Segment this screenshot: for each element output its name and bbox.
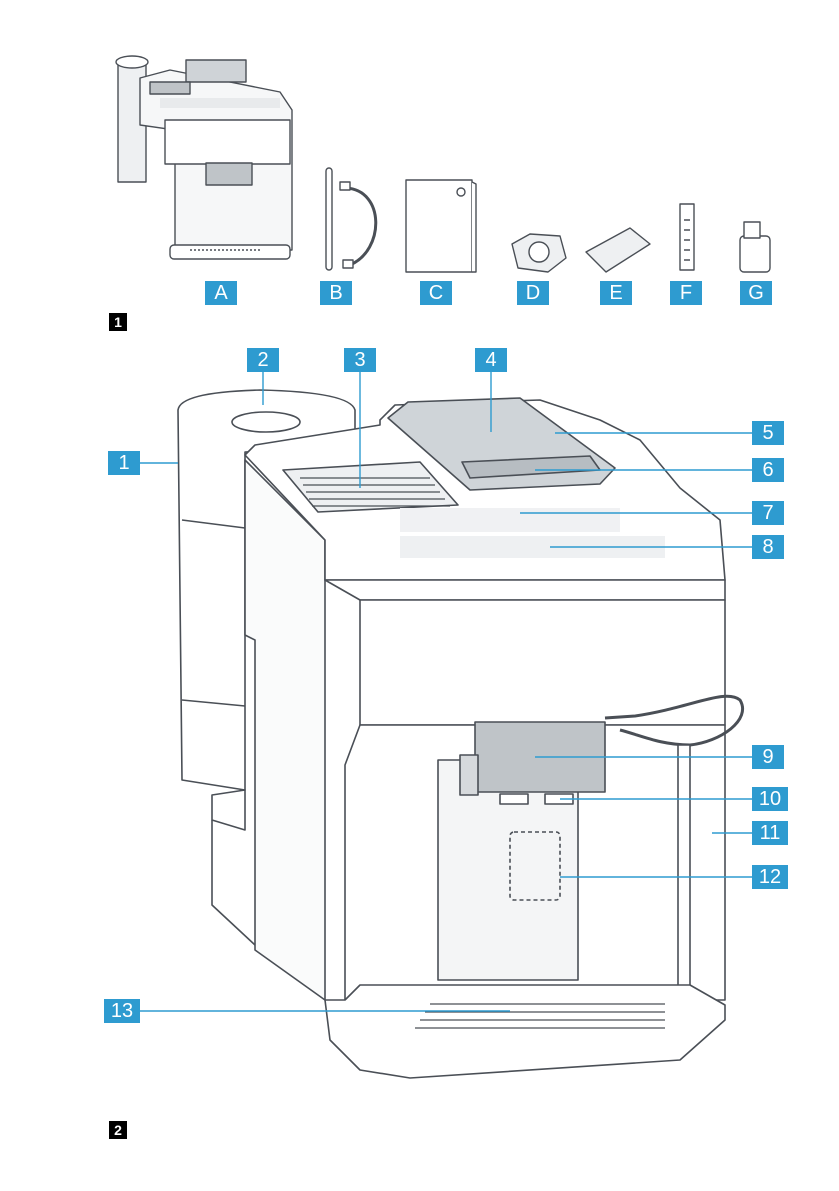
callout-13: 13 xyxy=(104,999,140,1023)
figure-number-2: 2 xyxy=(109,1121,127,1139)
callout-4: 4 xyxy=(475,348,507,372)
label-e: E xyxy=(600,281,632,305)
callout-6: 6 xyxy=(752,458,784,482)
callout-3: 3 xyxy=(344,348,376,372)
coffee-machine-drawing xyxy=(178,390,743,1078)
label-f: F xyxy=(670,281,702,305)
label-a: A xyxy=(205,281,237,305)
callout-5: 5 xyxy=(752,421,784,445)
cleaning-packet xyxy=(586,228,650,272)
figure-number-1: 1 xyxy=(109,313,127,331)
callout-2: 2 xyxy=(247,348,279,372)
callout-8: 8 xyxy=(752,535,784,559)
callout-11: 11 xyxy=(752,821,788,845)
callout-9: 9 xyxy=(752,745,784,769)
label-d: D xyxy=(517,281,549,305)
test-strip xyxy=(680,204,694,270)
callout-10: 10 xyxy=(752,787,788,811)
callout-12: 12 xyxy=(752,865,788,889)
label-g: G xyxy=(740,281,772,305)
cleaning-disc xyxy=(512,234,566,272)
label-c: C xyxy=(420,281,452,305)
machine-thumbnail xyxy=(116,56,292,259)
label-b: B xyxy=(320,281,352,305)
milk-hose xyxy=(326,168,376,270)
callout-7: 7 xyxy=(752,501,784,525)
water-filter xyxy=(740,222,770,272)
callout-1: 1 xyxy=(108,451,140,475)
instruction-booklet xyxy=(406,180,476,272)
